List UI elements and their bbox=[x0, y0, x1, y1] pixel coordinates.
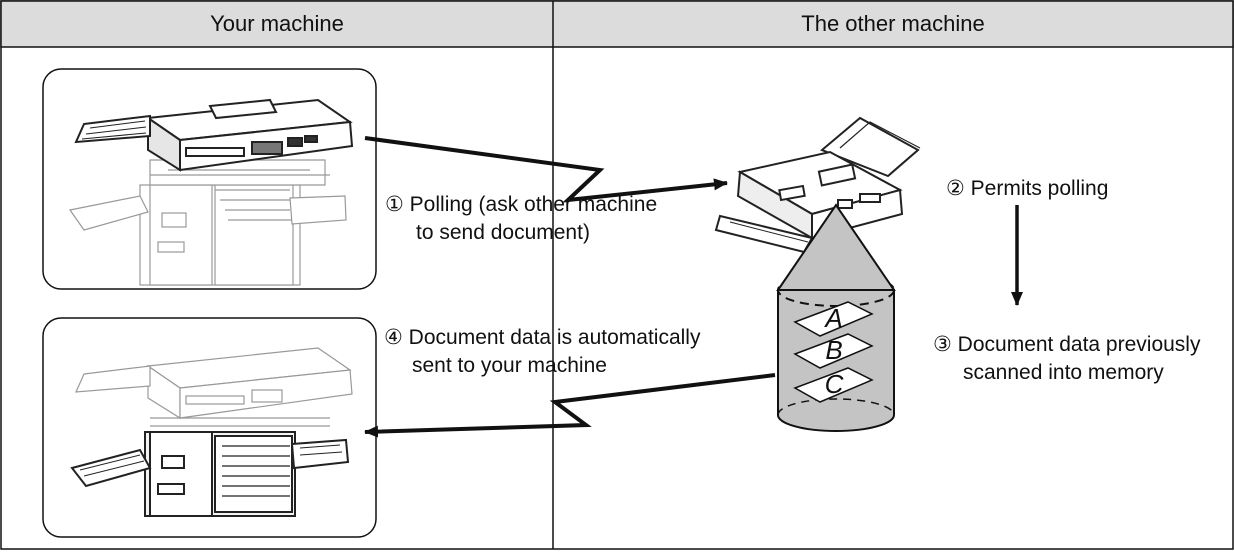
page-letter-c: C bbox=[825, 369, 844, 399]
step-2-marker: ② bbox=[946, 177, 965, 200]
step-1-label: ① Polling (ask other machine bbox=[385, 192, 657, 217]
column-header-other-machine: The other machine bbox=[801, 11, 985, 36]
fax-machine-icon bbox=[714, 116, 921, 254]
step-4-text-line-1: Document data is automatically bbox=[408, 326, 701, 349]
step-3-text-line-2: scanned into memory bbox=[963, 361, 1164, 384]
step-2-label: ② Permits polling bbox=[946, 176, 1108, 201]
step-4-text-line-2: sent to your machine bbox=[412, 354, 607, 377]
step-1-text-line-1: Polling (ask other machine bbox=[409, 193, 658, 216]
copier-icon-output-dark bbox=[70, 431, 350, 517]
copier-scanner-icon-faded bbox=[75, 347, 353, 427]
step-3-text-line-1: Document data previously bbox=[957, 333, 1201, 356]
polling-request-arrow bbox=[364, 136, 728, 203]
step-1-marker: ① bbox=[385, 193, 404, 216]
step-2-text: Permits polling bbox=[970, 177, 1109, 200]
step-3-marker: ③ bbox=[933, 333, 952, 356]
document-return-arrow bbox=[364, 373, 776, 438]
header-row bbox=[0, 0, 1234, 48]
copier-scanner-icon-dark bbox=[74, 98, 354, 172]
step-4-marker: ④ bbox=[384, 326, 403, 349]
stored-document-pages bbox=[793, 301, 874, 403]
step-1-text-line-2: to send document) bbox=[416, 221, 590, 244]
step-4-label: ④ Document data is automatically bbox=[384, 325, 700, 350]
step-3-label: ③ Document data previously bbox=[933, 332, 1200, 357]
copier-icon-receiving-request bbox=[68, 159, 347, 286]
page-letter-b: B bbox=[825, 335, 842, 365]
column-header-your-machine: Your machine bbox=[210, 11, 344, 36]
memory-storage-icon: A B C bbox=[776, 203, 896, 432]
page-letter-a: A bbox=[823, 303, 842, 333]
